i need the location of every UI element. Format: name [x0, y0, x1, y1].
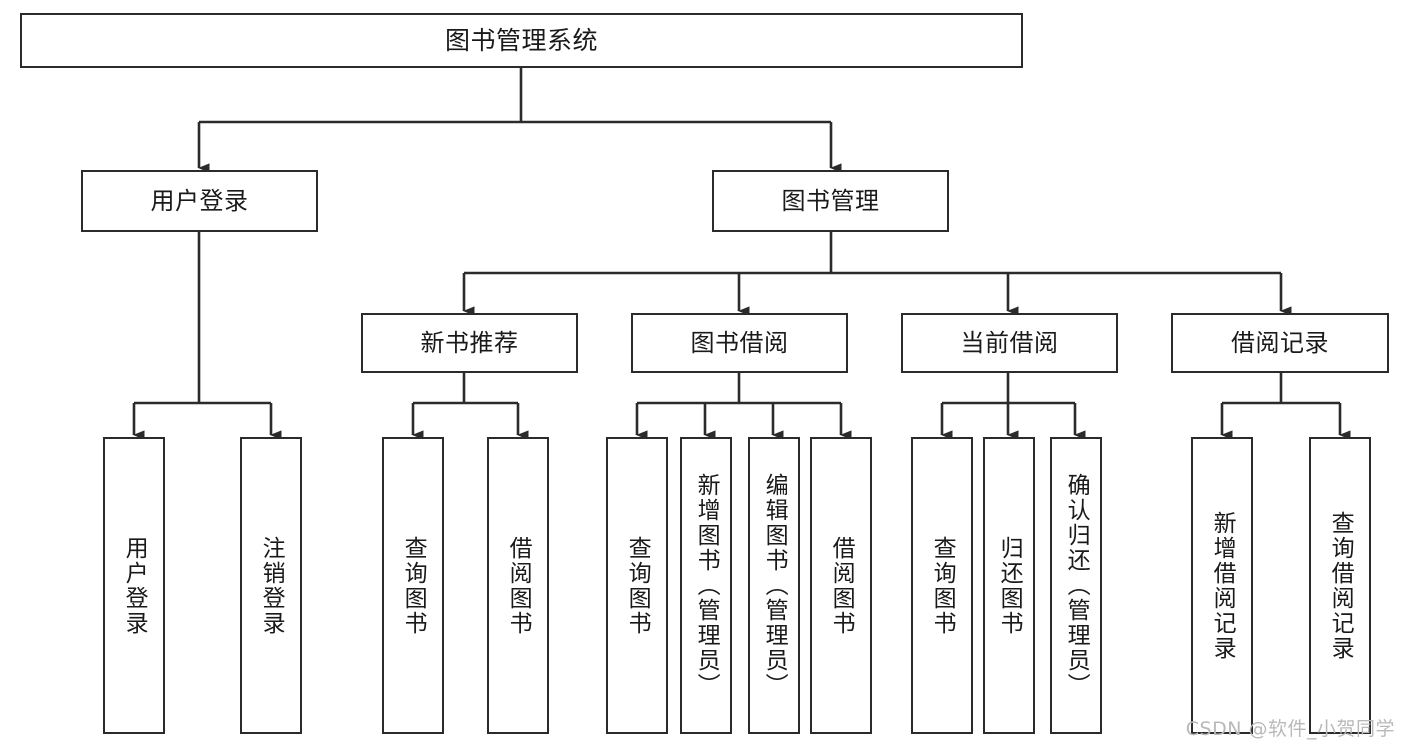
leaf-borrow-add-book-admin[interactable]: 新增图书（管理员）: [680, 437, 732, 734]
node-root-system[interactable]: 图书管理系统: [20, 13, 1023, 68]
node-book-management[interactable]: 图书管理: [712, 170, 949, 232]
node-label: 新增借阅记录: [1209, 510, 1236, 661]
node-label: 新增图书（管理员）: [693, 473, 720, 698]
node-label: 图书借阅: [690, 328, 789, 357]
node-label: 查询图书: [929, 535, 956, 636]
node-book-borrow[interactable]: 图书借阅: [631, 313, 848, 373]
node-label: 用户登录: [121, 535, 148, 636]
leaf-current-return-book[interactable]: 归还图书: [983, 437, 1035, 734]
node-label: 查询图书: [624, 535, 651, 636]
watermark-text: CSDN @软件_小贺同学: [1185, 718, 1395, 740]
node-label: 图书管理系统: [444, 25, 598, 55]
node-label: 借阅图书: [505, 535, 532, 636]
node-label: 用户登录: [150, 186, 249, 215]
node-label: 借阅记录: [1231, 328, 1329, 357]
node-label: 查询借阅记录: [1327, 510, 1354, 661]
node-label: 当前借阅: [960, 328, 1059, 357]
leaf-borrow-borrow-book[interactable]: 借阅图书: [810, 437, 872, 734]
node-label: 归还图书: [996, 535, 1023, 636]
node-label: 借阅图书: [828, 535, 855, 636]
leaf-current-confirm-return-admin[interactable]: 确认归还（管理员）: [1050, 437, 1102, 734]
node-label: 查询图书: [400, 535, 427, 636]
node-user-login[interactable]: 用户登录: [81, 170, 318, 232]
leaf-user-logout[interactable]: 注销登录: [240, 437, 302, 734]
node-label: 编辑图书（管理员）: [761, 473, 788, 698]
node-label: 新书推荐: [420, 328, 519, 357]
leaf-borrow-query-book[interactable]: 查询图书: [606, 437, 668, 734]
node-current-borrow[interactable]: 当前借阅: [901, 313, 1118, 373]
leaf-user-login[interactable]: 用户登录: [103, 437, 165, 734]
leaf-record-add[interactable]: 新增借阅记录: [1191, 437, 1253, 734]
node-borrow-record[interactable]: 借阅记录: [1171, 313, 1389, 373]
node-label: 确认归还（管理员）: [1063, 473, 1090, 698]
leaf-borrow-edit-book-admin[interactable]: 编辑图书（管理员）: [748, 437, 800, 734]
leaf-current-query-book[interactable]: 查询图书: [911, 437, 973, 734]
leaf-new-book-borrow[interactable]: 借阅图书: [487, 437, 549, 734]
leaf-new-book-query[interactable]: 查询图书: [382, 437, 444, 734]
node-new-book-recommend[interactable]: 新书推荐: [361, 313, 578, 373]
node-label: 注销登录: [258, 535, 285, 636]
leaf-record-query[interactable]: 查询借阅记录: [1309, 437, 1371, 734]
node-label: 图书管理: [781, 186, 880, 215]
